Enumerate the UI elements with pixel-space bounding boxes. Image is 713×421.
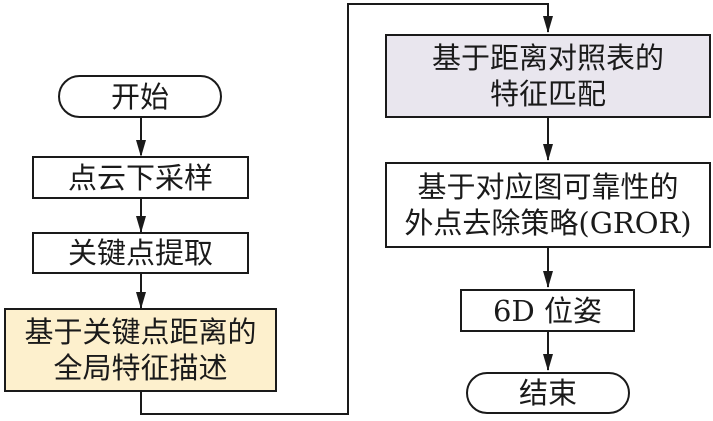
arrow-global-feature-to-matching xyxy=(140,3,549,415)
arrowhead-icon xyxy=(543,354,553,371)
end-terminal: 结束 xyxy=(466,372,630,414)
step-downsample: 点云下采样 xyxy=(32,156,249,199)
arrowhead-icon xyxy=(136,140,146,157)
step-outlier-removal: 基于对应图可靠性的 外点去除策略(GROR) xyxy=(385,162,711,248)
step-feature-matching: 基于距离对照表的 特征匹配 xyxy=(385,34,711,118)
arrowhead-icon xyxy=(543,271,553,288)
matching-line-1: 基于距离对照表的 xyxy=(431,41,664,75)
global-feature-line-2: 全局特征描述 xyxy=(53,351,228,385)
outlier-line-1: 基于对应图可靠性的 xyxy=(417,170,679,204)
arrowhead-icon xyxy=(543,144,553,161)
step-global-feature-description: 基于关键点距离的 全局特征描述 xyxy=(4,308,277,392)
end-label: 结束 xyxy=(518,376,577,410)
pose-label: 6D 位姿 xyxy=(493,293,602,328)
start-terminal: 开始 xyxy=(58,75,222,118)
step-6d-pose: 6D 位姿 xyxy=(460,289,635,332)
matching-line-2: 特征匹配 xyxy=(489,77,606,111)
start-label: 开始 xyxy=(110,79,169,114)
outlier-line-2: 外点去除策略(GROR) xyxy=(404,206,692,240)
arrowhead-icon xyxy=(543,16,553,33)
arrowhead-icon xyxy=(136,216,146,233)
arrowhead-icon xyxy=(136,292,146,309)
step-downsample-label: 点云下采样 xyxy=(67,160,213,195)
step-keypoint-extraction-label: 关键点提取 xyxy=(67,236,213,270)
global-feature-line-1: 基于关键点距离的 xyxy=(24,315,257,349)
step-keypoint-extraction: 关键点提取 xyxy=(32,232,249,274)
